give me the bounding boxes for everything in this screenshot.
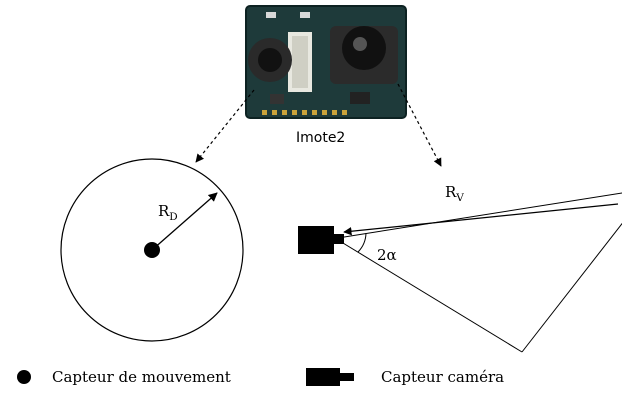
legend-camera-label: Capteur caméra (381, 368, 505, 386)
camera-sensor-body (298, 226, 334, 254)
fov-far-edge (521, 222, 622, 353)
fov-lower-edge (337, 239, 523, 353)
legend-motion-label: Capteur de mouvement (52, 368, 231, 386)
angle-arc (357, 232, 367, 253)
legend-camera-icon (306, 368, 340, 386)
board-to-motion-arrow (195, 89, 255, 163)
imote2-board (245, 5, 407, 119)
camera-sensor-lens (334, 234, 344, 244)
board-caption: Imote2 (296, 130, 346, 146)
motion-coverage-circle (60, 158, 244, 342)
legend-motion-icon (17, 370, 31, 384)
fov-upper-edge (337, 192, 622, 239)
motion-radius-arrow (151, 192, 218, 251)
motion-radius-label: RD (158, 202, 178, 223)
camera-range-label: RV (445, 183, 464, 204)
angle-label: 2α (377, 246, 397, 264)
board-to-camera-arrow (397, 83, 442, 167)
camera-range-arrow (343, 203, 619, 236)
